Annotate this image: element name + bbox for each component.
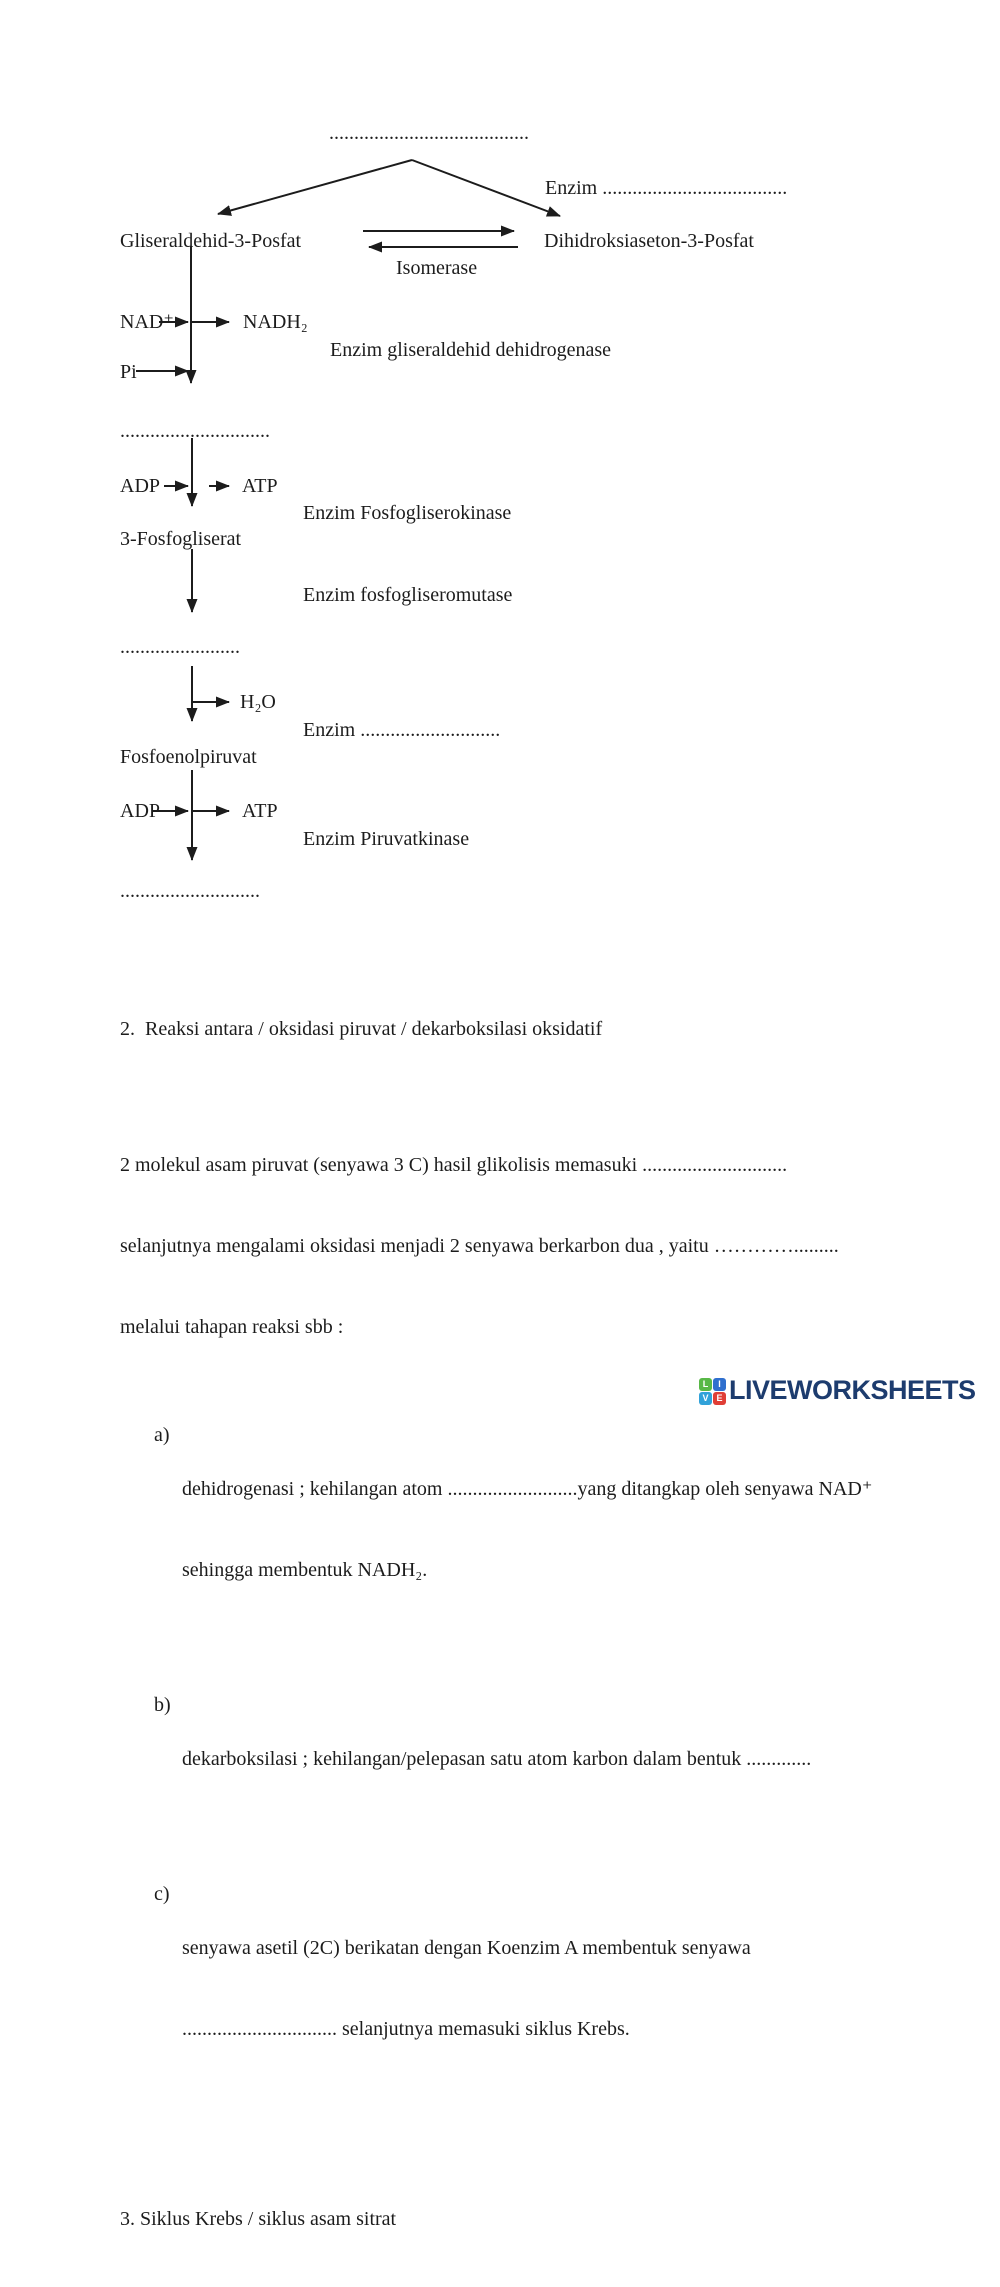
label-atp-1: ATP bbox=[242, 475, 278, 497]
list-item-line: dehidrogenasi ; kehilangan atom ........… bbox=[182, 1478, 873, 1500]
label-nadh2: NADH₂ bbox=[243, 311, 308, 333]
list-item-line: senyawa asetil (2C) berikatan dengan Koe… bbox=[182, 1937, 751, 1959]
blank-fructose-bisphosphate: ........................................ bbox=[329, 122, 529, 144]
label-h2o: H₂O bbox=[240, 691, 276, 713]
label-adp-1: ADP bbox=[120, 475, 161, 497]
label-3-fosfogliserat: 3-Fosfogliserat bbox=[120, 528, 242, 550]
section2-heading: 2. Reaksi antara / oksidasi piruvat / de… bbox=[120, 1018, 603, 1040]
list-marker: b) bbox=[154, 1694, 171, 1716]
section3-heading: 3. Siklus Krebs / siklus asam sitrat bbox=[120, 2208, 397, 2230]
logo-square-e: E bbox=[713, 1392, 726, 1405]
label-enzim-fosfogliseromutase: Enzim fosfogliseromutase bbox=[303, 584, 513, 606]
logo-square-l: L bbox=[699, 1378, 712, 1391]
list-item-c: c) senyawa asetil (2C) berikatan dengan … bbox=[120, 1881, 910, 2097]
label-gliseraldehid-3-posfat: Gliseraldehid-3-Posfat bbox=[120, 230, 302, 252]
enzyme-blank-top: Enzim ..................................… bbox=[545, 177, 788, 199]
list-item-line: dekarboksilasi ; kehilangan/pelepasan sa… bbox=[182, 1748, 812, 1770]
label-adp-2: ADP bbox=[120, 800, 161, 822]
list-marker: a) bbox=[154, 1424, 170, 1446]
paragraph-line: melalui tahapan reaksi sbb : bbox=[120, 1316, 344, 1338]
paragraph-line: 2 molekul asam piruvat (senyawa 3 C) has… bbox=[120, 1154, 788, 1176]
worksheet-text: 2. Reaksi antara / oksidasi piruvat / de… bbox=[120, 962, 910, 2287]
label-nad: NAD⁺ bbox=[120, 311, 174, 333]
list-marker: c) bbox=[154, 1883, 170, 1905]
blank-2-fosfogliserat: ........................ bbox=[120, 636, 240, 658]
paragraph-line: selanjutnya mengalami oksidasi menjadi 2… bbox=[120, 1235, 839, 1257]
label-atp-2: ATP bbox=[242, 800, 278, 822]
label-enzim-fosfogliserokinase: Enzim Fosfogliserokinase bbox=[303, 502, 512, 524]
enzyme-blank-middle: Enzim ............................ bbox=[303, 719, 501, 741]
list-item-line: ............................... selanjut… bbox=[182, 2018, 630, 2040]
worksheet-page: ........................................… bbox=[120, 122, 976, 2230]
liveworksheets-wordmark: LIVEWORKSHEETS bbox=[729, 1375, 976, 1405]
list-item-line: sehingga membentuk NADH₂. bbox=[182, 1559, 428, 1581]
label-enzim-piruvatkinase: Enzim Piruvatkinase bbox=[303, 828, 470, 850]
label-fosfoenolpiruvat: Fosfoenolpiruvat bbox=[120, 746, 257, 768]
logo-square-v: V bbox=[699, 1392, 712, 1405]
logo-square-i: I bbox=[713, 1378, 726, 1391]
blank-piruvat: ............................ bbox=[120, 880, 260, 902]
list-item-a: a) dehidrogenasi ; kehilangan atom .....… bbox=[120, 1422, 910, 1638]
blank-13-bpg: .............................. bbox=[120, 420, 270, 442]
label-enzim-gliseraldehid-dehidrogenase: Enzim gliseraldehid dehidrogenase bbox=[330, 339, 612, 361]
liveworksheets-grid-icon: L I V E bbox=[699, 1378, 726, 1405]
label-isomerase: Isomerase bbox=[396, 257, 478, 279]
list-item-b: b) dekarboksilasi ; kehilangan/pelepasan… bbox=[120, 1692, 910, 1827]
label-pi: Pi bbox=[120, 361, 137, 383]
label-dihidroksiaseton-3-posfat: Dihidroksiaseton-3-Posfat bbox=[544, 230, 754, 252]
liveworksheets-logo[interactable]: L I V E LIVEWORKSHEETS bbox=[699, 1374, 976, 1407]
